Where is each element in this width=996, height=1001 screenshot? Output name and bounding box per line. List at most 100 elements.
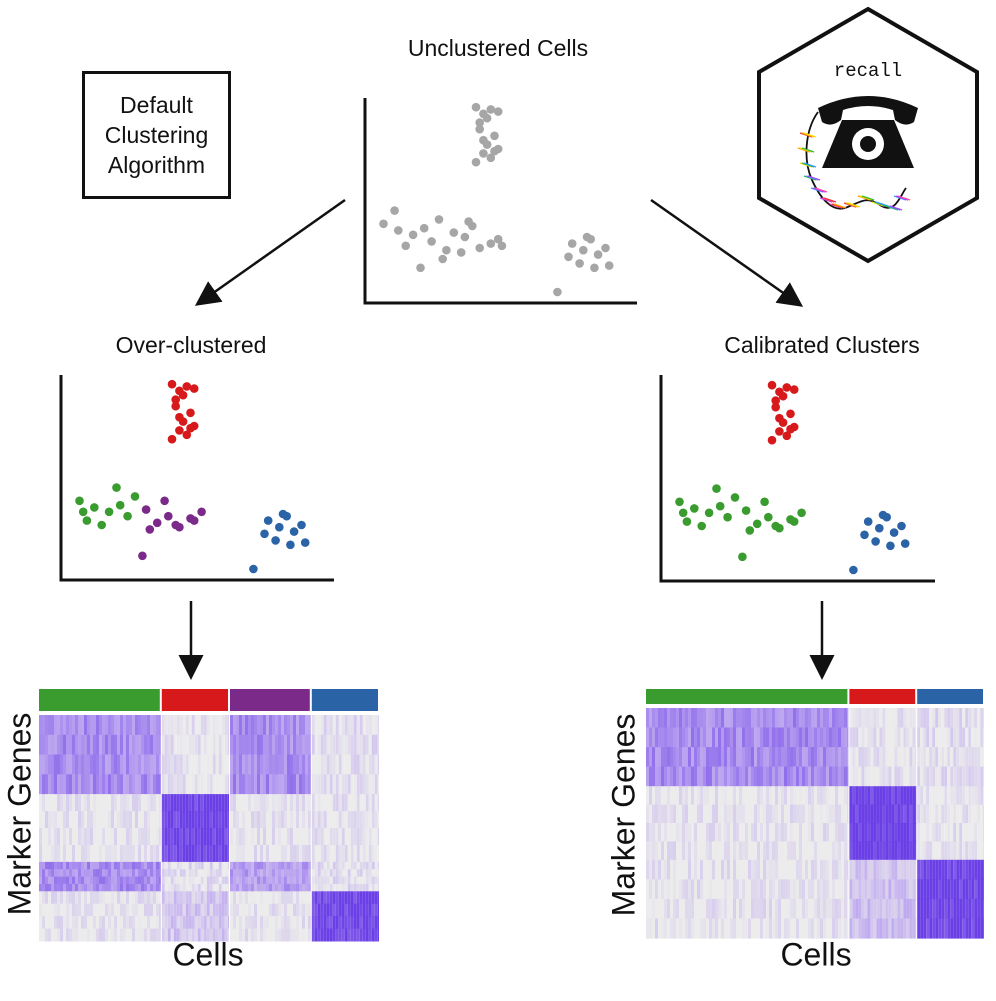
heat-cell (817, 747, 820, 768)
heat-cell (371, 794, 375, 812)
scatter-point (90, 503, 99, 512)
heat-cell (227, 811, 229, 829)
heat-cell (197, 734, 201, 756)
heat-cell (135, 903, 138, 917)
heat-cell (356, 891, 360, 905)
heat-cell (670, 859, 673, 880)
heat-cell (923, 804, 927, 824)
heat-cell (45, 794, 48, 812)
heat-cell (81, 828, 84, 846)
heat-cell (194, 869, 198, 877)
heat-cell (167, 794, 171, 812)
heat-cell (176, 811, 180, 829)
heat-cell (269, 903, 272, 917)
heat-cell (239, 811, 242, 829)
heat-cell (712, 747, 715, 768)
heat-cell (284, 774, 287, 795)
heat-cell (248, 715, 251, 736)
heat-cell (281, 774, 284, 795)
heat-cell (209, 811, 213, 829)
heat-cell (959, 747, 963, 768)
heat-cell (673, 823, 676, 842)
heat-cell (968, 766, 972, 787)
heat-cell (239, 715, 242, 736)
heat-cell (221, 903, 225, 917)
heat-cell (227, 869, 229, 877)
heat-cell (811, 898, 814, 919)
heat-cell (251, 734, 254, 756)
cord-strand (801, 147, 815, 153)
heat-cell (959, 879, 963, 900)
heat-cell (885, 708, 889, 729)
heat-cell (332, 903, 336, 917)
heat-cell (926, 804, 930, 824)
heat-cell (239, 861, 242, 870)
heat-cell (75, 734, 78, 756)
heat-cell (123, 916, 126, 929)
heat-cell (706, 786, 709, 806)
heat-cell (272, 883, 275, 892)
cord-strand (889, 205, 903, 211)
heat-cell (971, 841, 975, 861)
heat-cell (374, 715, 378, 736)
heat-cell (227, 774, 229, 795)
heat-cell (138, 774, 141, 795)
heat-cell (159, 734, 161, 756)
heat-cell (808, 918, 811, 939)
heat-cell (66, 774, 69, 795)
heat-cell (251, 916, 254, 929)
heat-cell (736, 841, 739, 861)
heat-cell (882, 898, 886, 919)
heat-cell (341, 774, 345, 795)
heat-cell (829, 918, 832, 939)
scatter-point (553, 287, 562, 297)
heat-cell (176, 903, 180, 917)
heat-cell (123, 903, 126, 917)
heat-cell (72, 861, 75, 870)
heat-cell (185, 869, 189, 877)
heat-cell (167, 754, 171, 775)
scatter-point (871, 537, 880, 546)
heat-cell (796, 918, 799, 939)
heat-cell (350, 845, 354, 863)
heat-cell (849, 859, 853, 880)
heat-cell (953, 879, 957, 900)
heat-cell (263, 794, 266, 812)
heat-cell (730, 804, 733, 824)
heat-cell (906, 766, 910, 787)
heat-cell (920, 898, 924, 919)
heat-cell (66, 916, 69, 929)
heat-cell (326, 811, 330, 829)
heat-cell (377, 828, 379, 846)
heat-cell (858, 841, 862, 861)
scatter-point (186, 423, 195, 433)
heat-cell (251, 903, 254, 917)
heat-cell (359, 928, 363, 942)
heat-cell (676, 918, 679, 939)
heat-cell (655, 727, 658, 748)
heat-cell (926, 879, 930, 900)
heat-cell (194, 916, 198, 929)
heat-cell (968, 708, 972, 729)
heat-cell (299, 774, 302, 795)
heat-cell (281, 754, 284, 775)
heat-cell (882, 859, 886, 880)
heat-cell (688, 804, 691, 824)
scatter-point (145, 525, 155, 534)
heat-cell (811, 747, 814, 768)
heat-cell (150, 916, 153, 929)
heat-cell (799, 786, 802, 806)
heat-cell (912, 708, 916, 729)
heat-cell (93, 811, 96, 829)
heat-cell (867, 804, 871, 824)
heat-cell (203, 928, 207, 942)
heat-cell (96, 876, 99, 885)
heat-cell (60, 845, 63, 863)
heat-cell (269, 845, 272, 863)
heat-cell (703, 747, 706, 768)
heat-cell (362, 903, 366, 917)
heat-cell (320, 845, 324, 863)
heat-cell (173, 811, 177, 829)
heat-cell (323, 794, 327, 812)
heat-cell (903, 766, 907, 787)
